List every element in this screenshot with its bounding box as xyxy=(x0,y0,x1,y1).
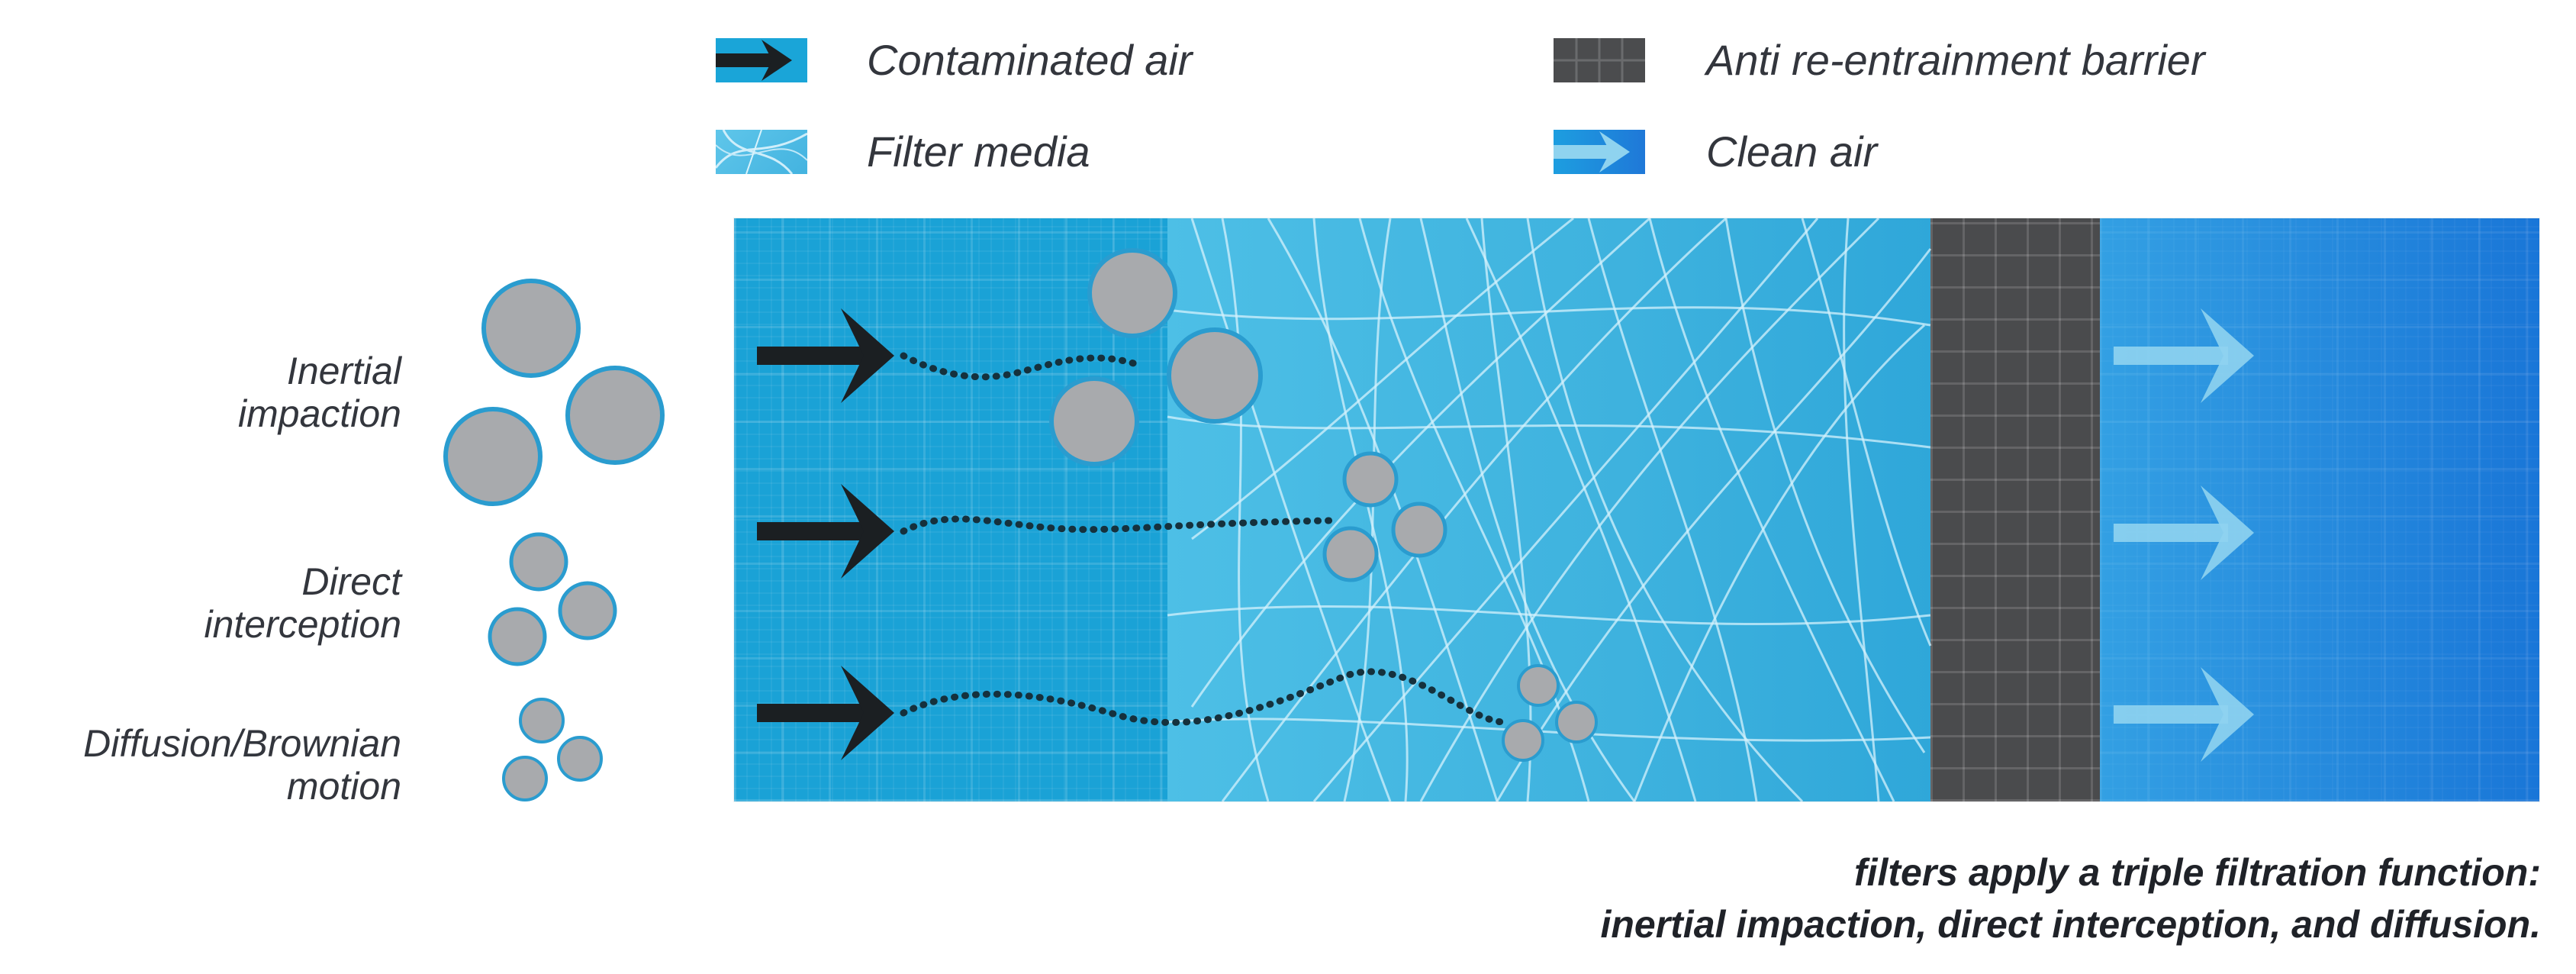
particle-circle-icon xyxy=(565,366,665,465)
particle-circle-icon xyxy=(481,279,581,378)
trajectory-inertial xyxy=(900,352,1142,381)
particle-circle-icon xyxy=(509,532,568,592)
particle-trajectories xyxy=(900,352,1509,726)
light-arrow-icon xyxy=(2114,308,2254,403)
legend-label-contaminated-air: Contaminated air xyxy=(867,36,1193,84)
mechanism-particles xyxy=(443,279,665,801)
legend-label-barrier: Anti re-entrainment barrier xyxy=(1706,36,2205,84)
contaminated-air-arrows xyxy=(757,308,894,760)
legend-label-filter-media: Filter media xyxy=(867,127,1090,176)
particle-circle-icon xyxy=(557,736,603,782)
inertial-impaction-particles xyxy=(443,279,665,506)
diffusion-particles xyxy=(502,698,603,801)
caption-line-1: filters apply a triple filtration functi… xyxy=(1853,851,2541,894)
particle-circle-icon xyxy=(1517,664,1560,707)
captured-particles xyxy=(1049,248,1598,762)
particle-circle-icon xyxy=(1342,451,1399,508)
particle-circle-icon xyxy=(443,407,543,506)
label-inertial-impaction: Inertial impaction xyxy=(238,350,401,435)
trajectory-interception xyxy=(900,515,1333,535)
particle-circle-icon xyxy=(1167,327,1263,424)
particle-circle-icon xyxy=(1322,526,1379,582)
filter-fibers xyxy=(1167,218,1932,801)
trajectory-diffusion xyxy=(900,668,1509,726)
label-direct-interception: Direct interception xyxy=(204,560,402,646)
particle-circle-icon xyxy=(1391,502,1447,558)
direct-interception-particles xyxy=(488,532,617,666)
legend-swatch-contaminated-air xyxy=(716,38,807,82)
anti-reentrainment-barrier-zone xyxy=(1930,218,2100,801)
light-arrow-icon xyxy=(2114,485,2254,580)
caption-line-2: inertial impaction, direct interception,… xyxy=(1600,903,2541,946)
grid-texture-icon xyxy=(1554,38,1645,82)
legend-swatch-clean-air xyxy=(1554,130,1645,174)
legend-swatch-barrier xyxy=(1554,38,1645,82)
clean-air-zone xyxy=(2100,218,2539,801)
light-arrow-icon xyxy=(1554,131,1630,173)
legend-label-clean-air: Clean air xyxy=(1706,127,1878,176)
particle-circle-icon xyxy=(1087,248,1177,338)
clean-air-arrows xyxy=(2114,308,2254,762)
dark-arrow-icon xyxy=(716,40,792,81)
particle-circle-icon xyxy=(558,581,617,640)
diagram-overlay xyxy=(757,218,2254,801)
filter-media-zone xyxy=(1167,218,1930,801)
dark-arrow-icon xyxy=(757,484,894,579)
dark-arrow-icon xyxy=(757,666,894,760)
particle-circle-icon xyxy=(519,698,565,743)
label-diffusion: Diffusion/Brownian motion xyxy=(83,722,401,808)
particle-circle-icon xyxy=(1502,719,1544,762)
light-arrow-icon xyxy=(2114,667,2254,762)
dark-arrow-icon xyxy=(757,308,894,403)
particle-circle-icon xyxy=(1555,701,1598,743)
filtration-diagram xyxy=(734,218,2539,801)
particle-circle-icon xyxy=(488,607,547,666)
fiber-texture-icon xyxy=(716,130,807,174)
legend-swatch-filter-media xyxy=(716,130,807,174)
particle-circle-icon xyxy=(1049,376,1139,466)
particle-circle-icon xyxy=(502,756,548,801)
